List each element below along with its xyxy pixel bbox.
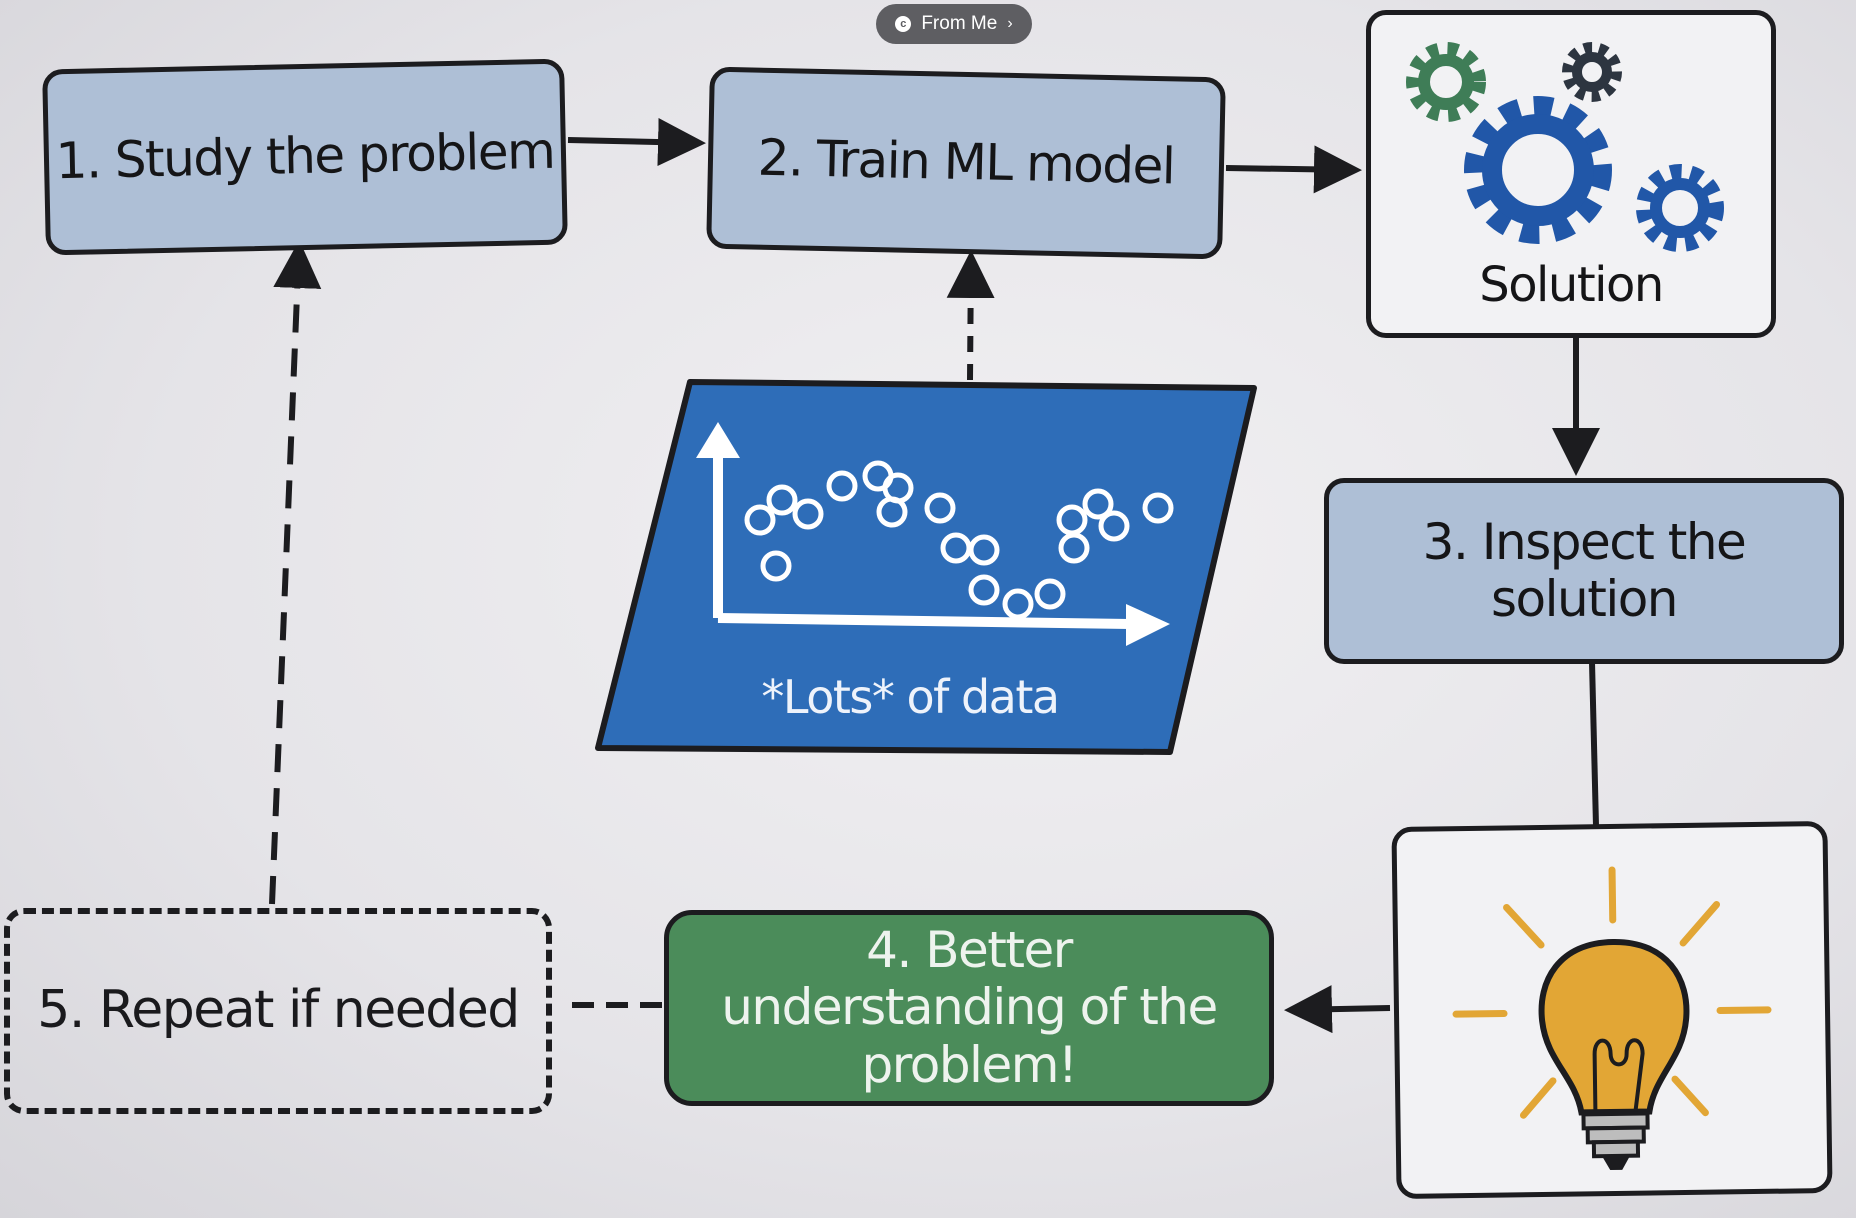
step-inspect-label: 3. Inspect the solution <box>1422 512 1747 628</box>
step-better-understanding[interactable]: 4. Better understanding of the problem! <box>664 910 1274 1106</box>
arrow-repeat-to-study <box>269 240 322 905</box>
step-better-label: 4. Better understanding of the problem! <box>721 920 1218 1094</box>
arrow-idea-to-better <box>1284 985 1391 1034</box>
arrow-train-to-solution <box>1225 145 1362 194</box>
chevron-right-icon: › <box>1007 15 1013 32</box>
from-me-badge[interactable]: c From Me › <box>876 4 1032 44</box>
arrow-study-to-train <box>567 118 706 167</box>
scatter-plot-icon <box>696 422 1174 646</box>
badge-label: From Me <box>921 13 998 34</box>
badge-icon: c <box>895 16 912 32</box>
solution-label: Solution <box>1479 256 1664 313</box>
arrow-data-to-train <box>946 250 995 381</box>
step-repeat[interactable]: 5. Repeat if needed <box>4 908 552 1114</box>
idea-box[interactable] <box>1391 820 1833 1200</box>
step-inspect-solution[interactable]: 3. Inspect the solution <box>1324 478 1844 664</box>
step-repeat-label: 5. Repeat if needed <box>37 980 520 1041</box>
line-inspect-to-idea <box>1589 661 1599 827</box>
lightbulb-icon <box>1452 866 1772 1171</box>
data-box <box>595 379 1257 755</box>
data-label: *Lots* of data <box>761 670 1060 724</box>
